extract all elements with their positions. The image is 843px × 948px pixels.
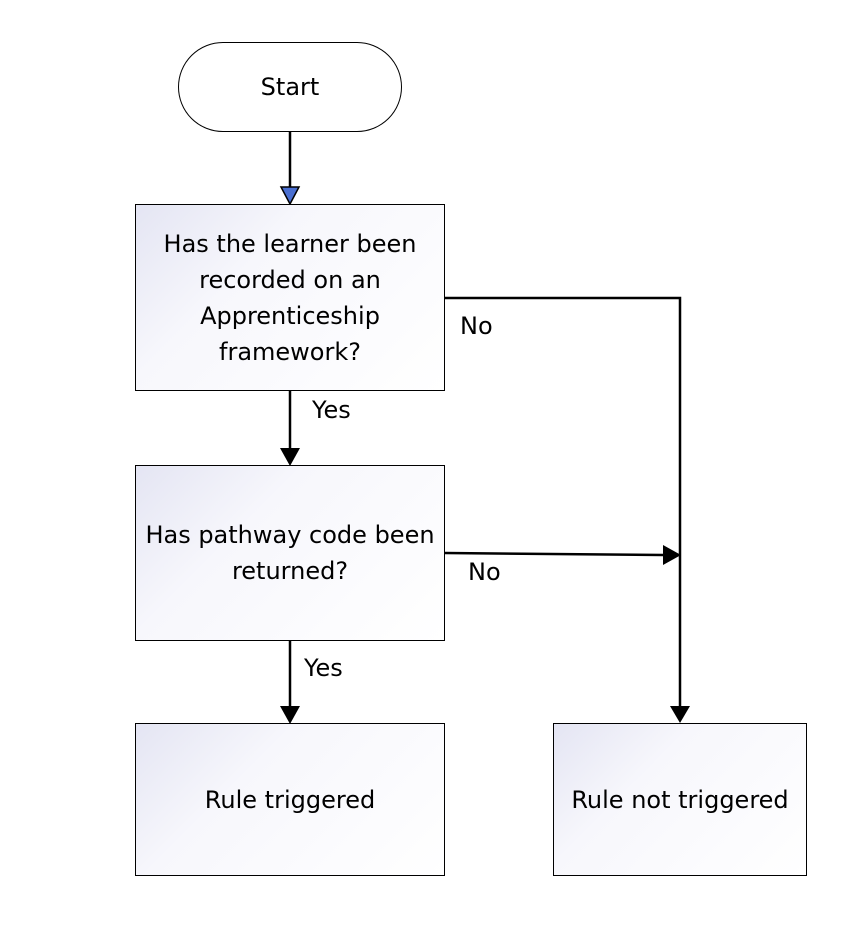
- edge-label-question-1-no: No: [460, 312, 493, 340]
- start-terminal: Start: [178, 42, 402, 132]
- result-rule-triggered-label: Rule triggered: [204, 785, 376, 814]
- decision-apprenticeship-framework: Has the learner been recorded on an Appr…: [135, 204, 445, 391]
- result-rule-not-triggered-label: Rule not triggered: [571, 785, 789, 814]
- edge-label-question-2-no: No: [468, 558, 501, 586]
- arrowhead-to-rule-not-triggered: [670, 706, 690, 723]
- result-rule-not-triggered: Rule not triggered: [553, 723, 807, 876]
- decision-apprenticeship-framework-label: Has the learner been recorded on an Appr…: [163, 229, 417, 366]
- arrowhead-question-1-yes: [280, 448, 300, 466]
- connector-question-2-no: [444, 551, 664, 557]
- arrowhead-start-to-question-1: [279, 186, 301, 206]
- arrowhead-question-2-no: [663, 545, 681, 565]
- arrowhead-question-2-yes: [280, 706, 300, 724]
- connector-question-1-no: [445, 296, 682, 706]
- edge-label-question-2-yes: Yes: [304, 654, 343, 682]
- edge-label-question-1-yes: Yes: [312, 396, 351, 424]
- result-rule-triggered: Rule triggered: [135, 723, 445, 876]
- start-label: Start: [260, 73, 320, 101]
- decision-pathway-code-label: Has pathway code been returned?: [145, 521, 435, 585]
- decision-pathway-code: Has pathway code been returned?: [135, 465, 445, 641]
